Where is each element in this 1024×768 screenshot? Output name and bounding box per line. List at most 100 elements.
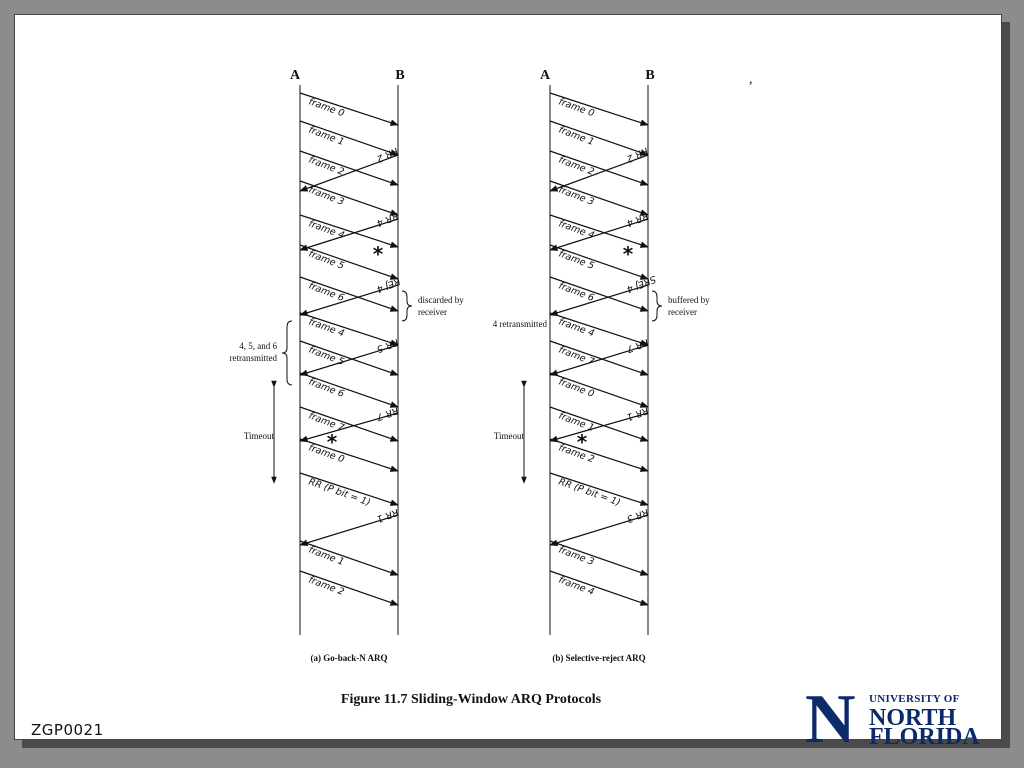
left-frame-arrow [299, 150, 399, 186]
left-frame-arrow [299, 180, 399, 216]
right-ack-arrow [549, 284, 649, 316]
left-note-right-line2: receiver [418, 307, 447, 317]
left-frame-arrow [299, 540, 399, 576]
left-frame-label: frame 6 [307, 281, 346, 304]
left-frame-label: frame 3 [307, 185, 346, 208]
left-ack-label: RR 7 [375, 404, 400, 422]
right-frame-arrow [549, 372, 649, 408]
right-ack-arrow [549, 218, 649, 251]
left-frame-label: frame 4 [307, 316, 346, 339]
left-frame-arrow [299, 244, 399, 280]
left-note-left-brace [281, 320, 293, 386]
left-frame-arrow [299, 406, 399, 442]
right-frame-label: frame 0 [557, 377, 596, 400]
right-frame-label: RR (P bit = 1) [557, 476, 622, 508]
stray-mark: , [749, 72, 753, 87]
right-ack-arrow [549, 412, 649, 443]
right-frame-label: frame 3 [557, 185, 596, 208]
right-note-right-brace [651, 290, 663, 322]
right-frame-arrow [549, 340, 649, 376]
right-frame-arrow [549, 150, 649, 186]
right-frame-arrow [549, 540, 649, 576]
right-frame-label: frame 0 [557, 96, 596, 119]
slide-code: ZGP0021 [31, 721, 104, 739]
left-ack-arrow [299, 154, 399, 192]
logo-line-1: UNIVERSITY OF [869, 693, 960, 705]
right-lost-marker: * [623, 242, 634, 266]
right-frame-label: frame 6 [557, 281, 596, 304]
left-frame-label: frame 0 [307, 96, 346, 119]
right-frame-label: frame 5 [557, 249, 596, 272]
right-frame-label: frame 4 [557, 316, 596, 339]
logo-line-3: FLORIDA [869, 724, 980, 750]
left-frame-arrow [299, 276, 399, 312]
left-frame-label: frame 5 [307, 249, 346, 272]
right-station-a: A [540, 68, 551, 83]
left-ack-arrow [299, 412, 399, 443]
left-frame-label: frame 6 [307, 377, 346, 400]
right-station-b: B [645, 68, 654, 83]
right-frame-arrow [549, 214, 649, 248]
left-note-left-line2: retransmitted [230, 353, 278, 363]
right-frame-arrow [549, 180, 649, 216]
right-timeout-label: Timeout [494, 431, 525, 441]
left-frame-label: frame 2 [307, 575, 346, 598]
left-frame-label: frame 2 [307, 155, 346, 178]
right-frame-label: frame 1 [557, 125, 596, 148]
left-frame-arrow [299, 438, 399, 472]
right-frame-arrow [549, 472, 649, 506]
right-frame-arrow [549, 276, 649, 312]
right-note-right-line1: buffered by [668, 295, 710, 305]
left-frame-label: frame 1 [307, 545, 346, 568]
left-frame-label: frame 1 [307, 125, 346, 148]
left-frame-arrow [299, 120, 399, 156]
left-note-left-line1: 4, 5, and 6 [239, 341, 277, 351]
right-caption: (b) Selective-reject ARQ [552, 653, 645, 663]
right-frame-label: frame 7 [557, 345, 596, 368]
left-note-right-brace [401, 290, 413, 322]
left-lost-marker: * [327, 430, 338, 454]
left-ack-arrow [299, 218, 399, 251]
right-note-left-line1: 4 retransmitted [493, 319, 548, 329]
left-caption: (a) Go-back-N ARQ [311, 653, 388, 663]
right-ack-label: RR 3 [625, 506, 650, 524]
right-frame-arrow [549, 244, 649, 280]
left-frame-label: RR (P bit = 1) [307, 476, 372, 508]
left-ack-arrow [299, 344, 399, 376]
left-station-a: A [290, 68, 301, 83]
right-frame-label: frame 4 [557, 575, 596, 598]
logo-n-mark: N [805, 681, 856, 758]
left-ack-label: RR 4 [375, 210, 400, 229]
right-ack-arrow [549, 154, 649, 192]
left-ack-label: RR 1 [375, 506, 400, 524]
left-frame-arrow [299, 92, 399, 126]
right-frame-arrow [549, 120, 649, 156]
right-frame-label: frame 2 [557, 155, 596, 178]
unf-logo: N UNIVERSITY OF NORTH FLORIDA [805, 685, 1005, 755]
right-lost-marker: * [577, 430, 588, 454]
right-frame-arrow [549, 570, 649, 606]
right-ack-arrow [549, 344, 649, 376]
left-note-right-line1: discarded by [418, 295, 464, 305]
left-frame-arrow [299, 372, 399, 408]
right-ack-label: RR 1 [625, 404, 650, 422]
left-frame-arrow [299, 340, 399, 376]
left-frame-arrow [299, 570, 399, 606]
left-timeout-label: Timeout [244, 431, 275, 441]
left-frame-arrow [299, 472, 399, 506]
left-frame-arrow [299, 214, 399, 248]
left-frame-label: frame 5 [307, 345, 346, 368]
left-ack-arrow [299, 514, 399, 546]
right-frame-label: frame 3 [557, 545, 596, 568]
left-lost-marker: * [373, 242, 384, 266]
right-frame-arrow [549, 312, 649, 346]
figure-title: Figure 11.7 Sliding-Window ARQ Protocols [341, 692, 602, 707]
logo-line-2: NORTH [869, 705, 957, 731]
right-frame-arrow [549, 438, 649, 472]
right-frame-arrow [549, 92, 649, 126]
right-ack-label: RR 4 [625, 210, 650, 229]
right-ack-arrow [549, 514, 649, 546]
left-ack-arrow [299, 284, 399, 316]
